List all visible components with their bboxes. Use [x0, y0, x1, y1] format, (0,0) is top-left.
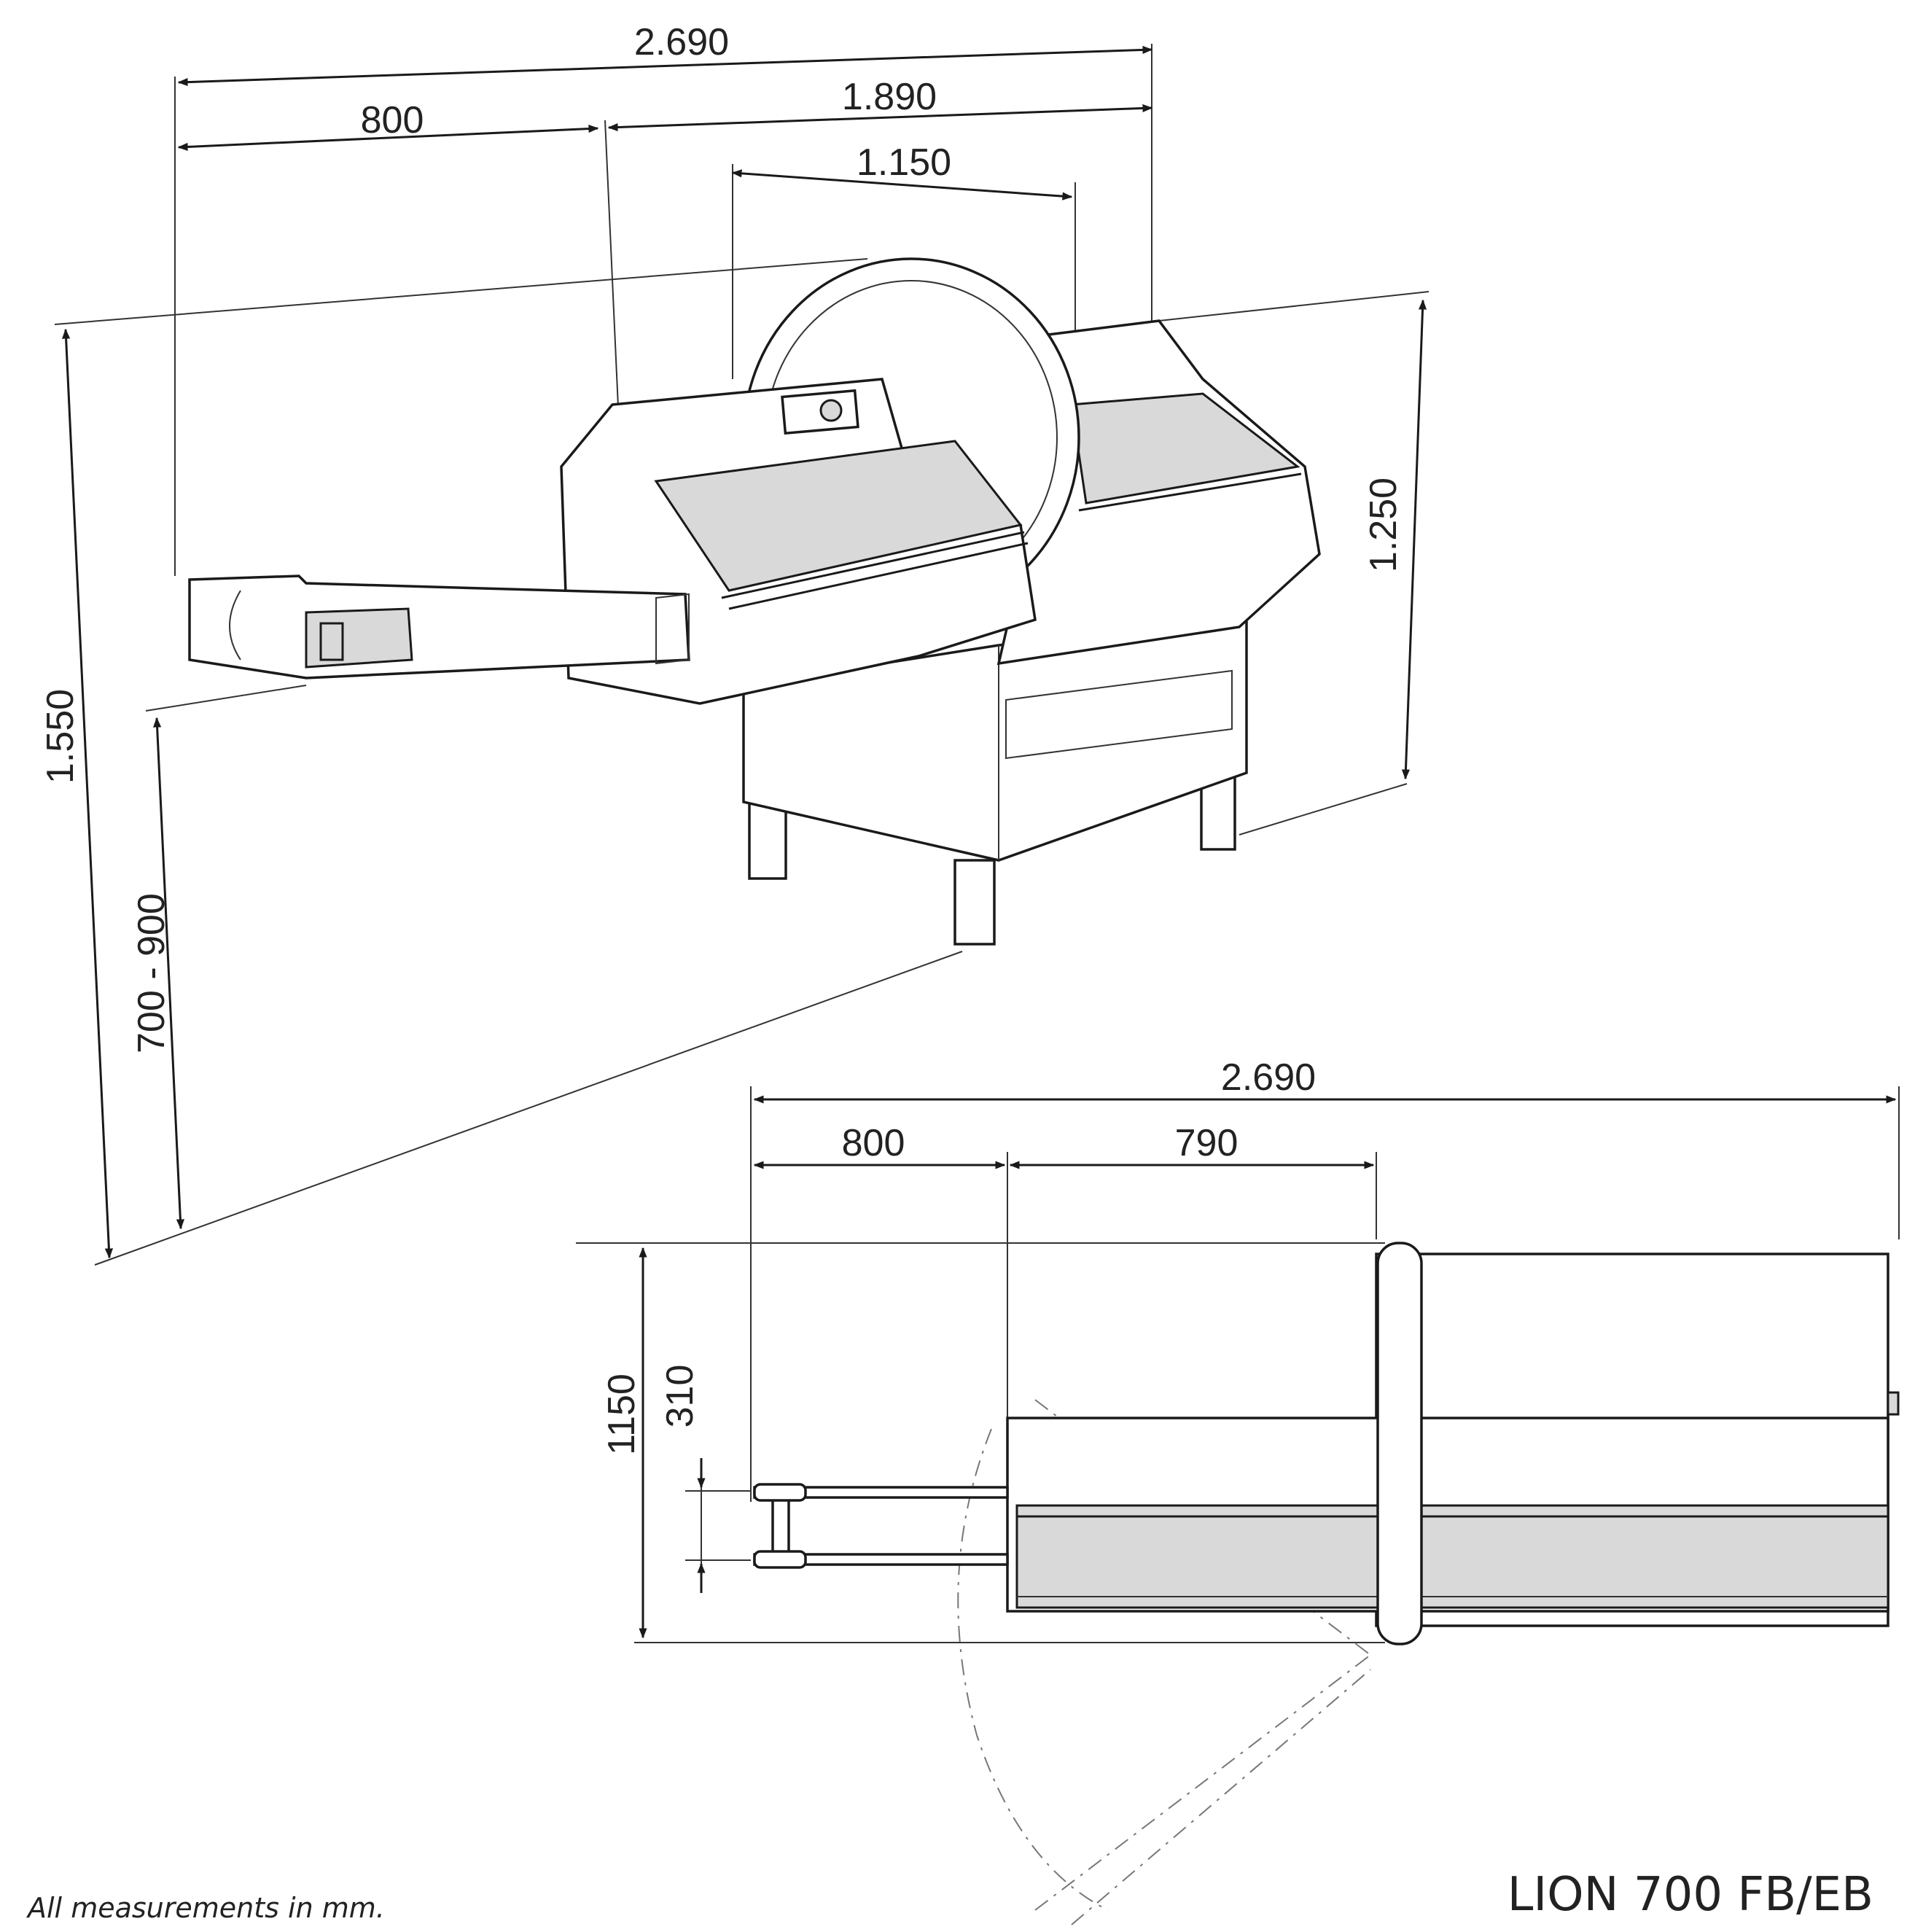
slicer-machine-iso — [188, 257, 1321, 946]
top-dim-tray-length: 790 — [1009, 1122, 1375, 1169]
top-tray-length-label: 790 — [1175, 1122, 1239, 1164]
top-dim-depth: 1150 — [601, 1247, 647, 1639]
blade-sweep-arc — [957, 1428, 1109, 1911]
isometric-view: 2.690 800 1.890 1.150 1.550 700 - 900 — [39, 21, 1429, 1266]
iso-total-height-label: 1.550 — [39, 689, 82, 784]
top-depth-label: 1150 — [601, 1374, 643, 1455]
iso-blade-span-label: 1.150 — [857, 141, 951, 184]
top-carriage-length-label: 800 — [842, 1122, 905, 1164]
iso-overall-length-label: 2.690 — [634, 21, 729, 63]
top-carriage-width-label: 310 — [659, 1365, 701, 1428]
right-tray — [1070, 392, 1300, 505]
units-note: All measurements in mm. — [26, 1892, 385, 1924]
leg-left — [748, 797, 787, 880]
top-carriage-arm — [753, 1483, 1009, 1569]
leg-front — [953, 859, 996, 946]
top-tray — [1015, 1504, 1889, 1609]
blade-edge — [1376, 1242, 1423, 1645]
iso-dim-overall-length: 2.690 — [177, 21, 1153, 87]
iso-dim-machine-height: 1.250 — [1362, 299, 1427, 780]
iso-dim-total-height: 1.550 — [39, 328, 114, 1259]
iso-dim-blade-span: 1.150 — [731, 141, 1073, 200]
iso-carriage-length-label: 800 — [361, 99, 424, 141]
iso-body-length-label: 1.890 — [842, 76, 937, 118]
side-knob — [1887, 1391, 1900, 1416]
control-knob — [819, 399, 843, 422]
iso-table-height-label: 700 - 900 — [130, 893, 173, 1053]
top-dim-carriage-width: 310 — [659, 1365, 706, 1593]
iso-dim-table-height: 700 - 900 — [130, 717, 185, 1230]
model-name: LION 700 FB/EB — [1507, 1868, 1873, 1922]
top-overall-length-label: 2.690 — [1221, 1056, 1316, 1099]
carriage-arm — [188, 574, 690, 679]
top-view: 2.690 800 790 1150 310 — [576, 1056, 1900, 1925]
iso-machine-height-label: 1.250 — [1362, 478, 1405, 572]
iso-dim-carriage-length: 800 — [177, 99, 599, 152]
iso-dim-body-length: 1.890 — [607, 76, 1153, 132]
top-dim-carriage-length: 800 — [753, 1122, 1006, 1169]
iso-extension-lines — [54, 44, 1429, 1266]
product-tray — [654, 440, 1023, 592]
top-dim-overall-length: 2.690 — [753, 1056, 1897, 1104]
